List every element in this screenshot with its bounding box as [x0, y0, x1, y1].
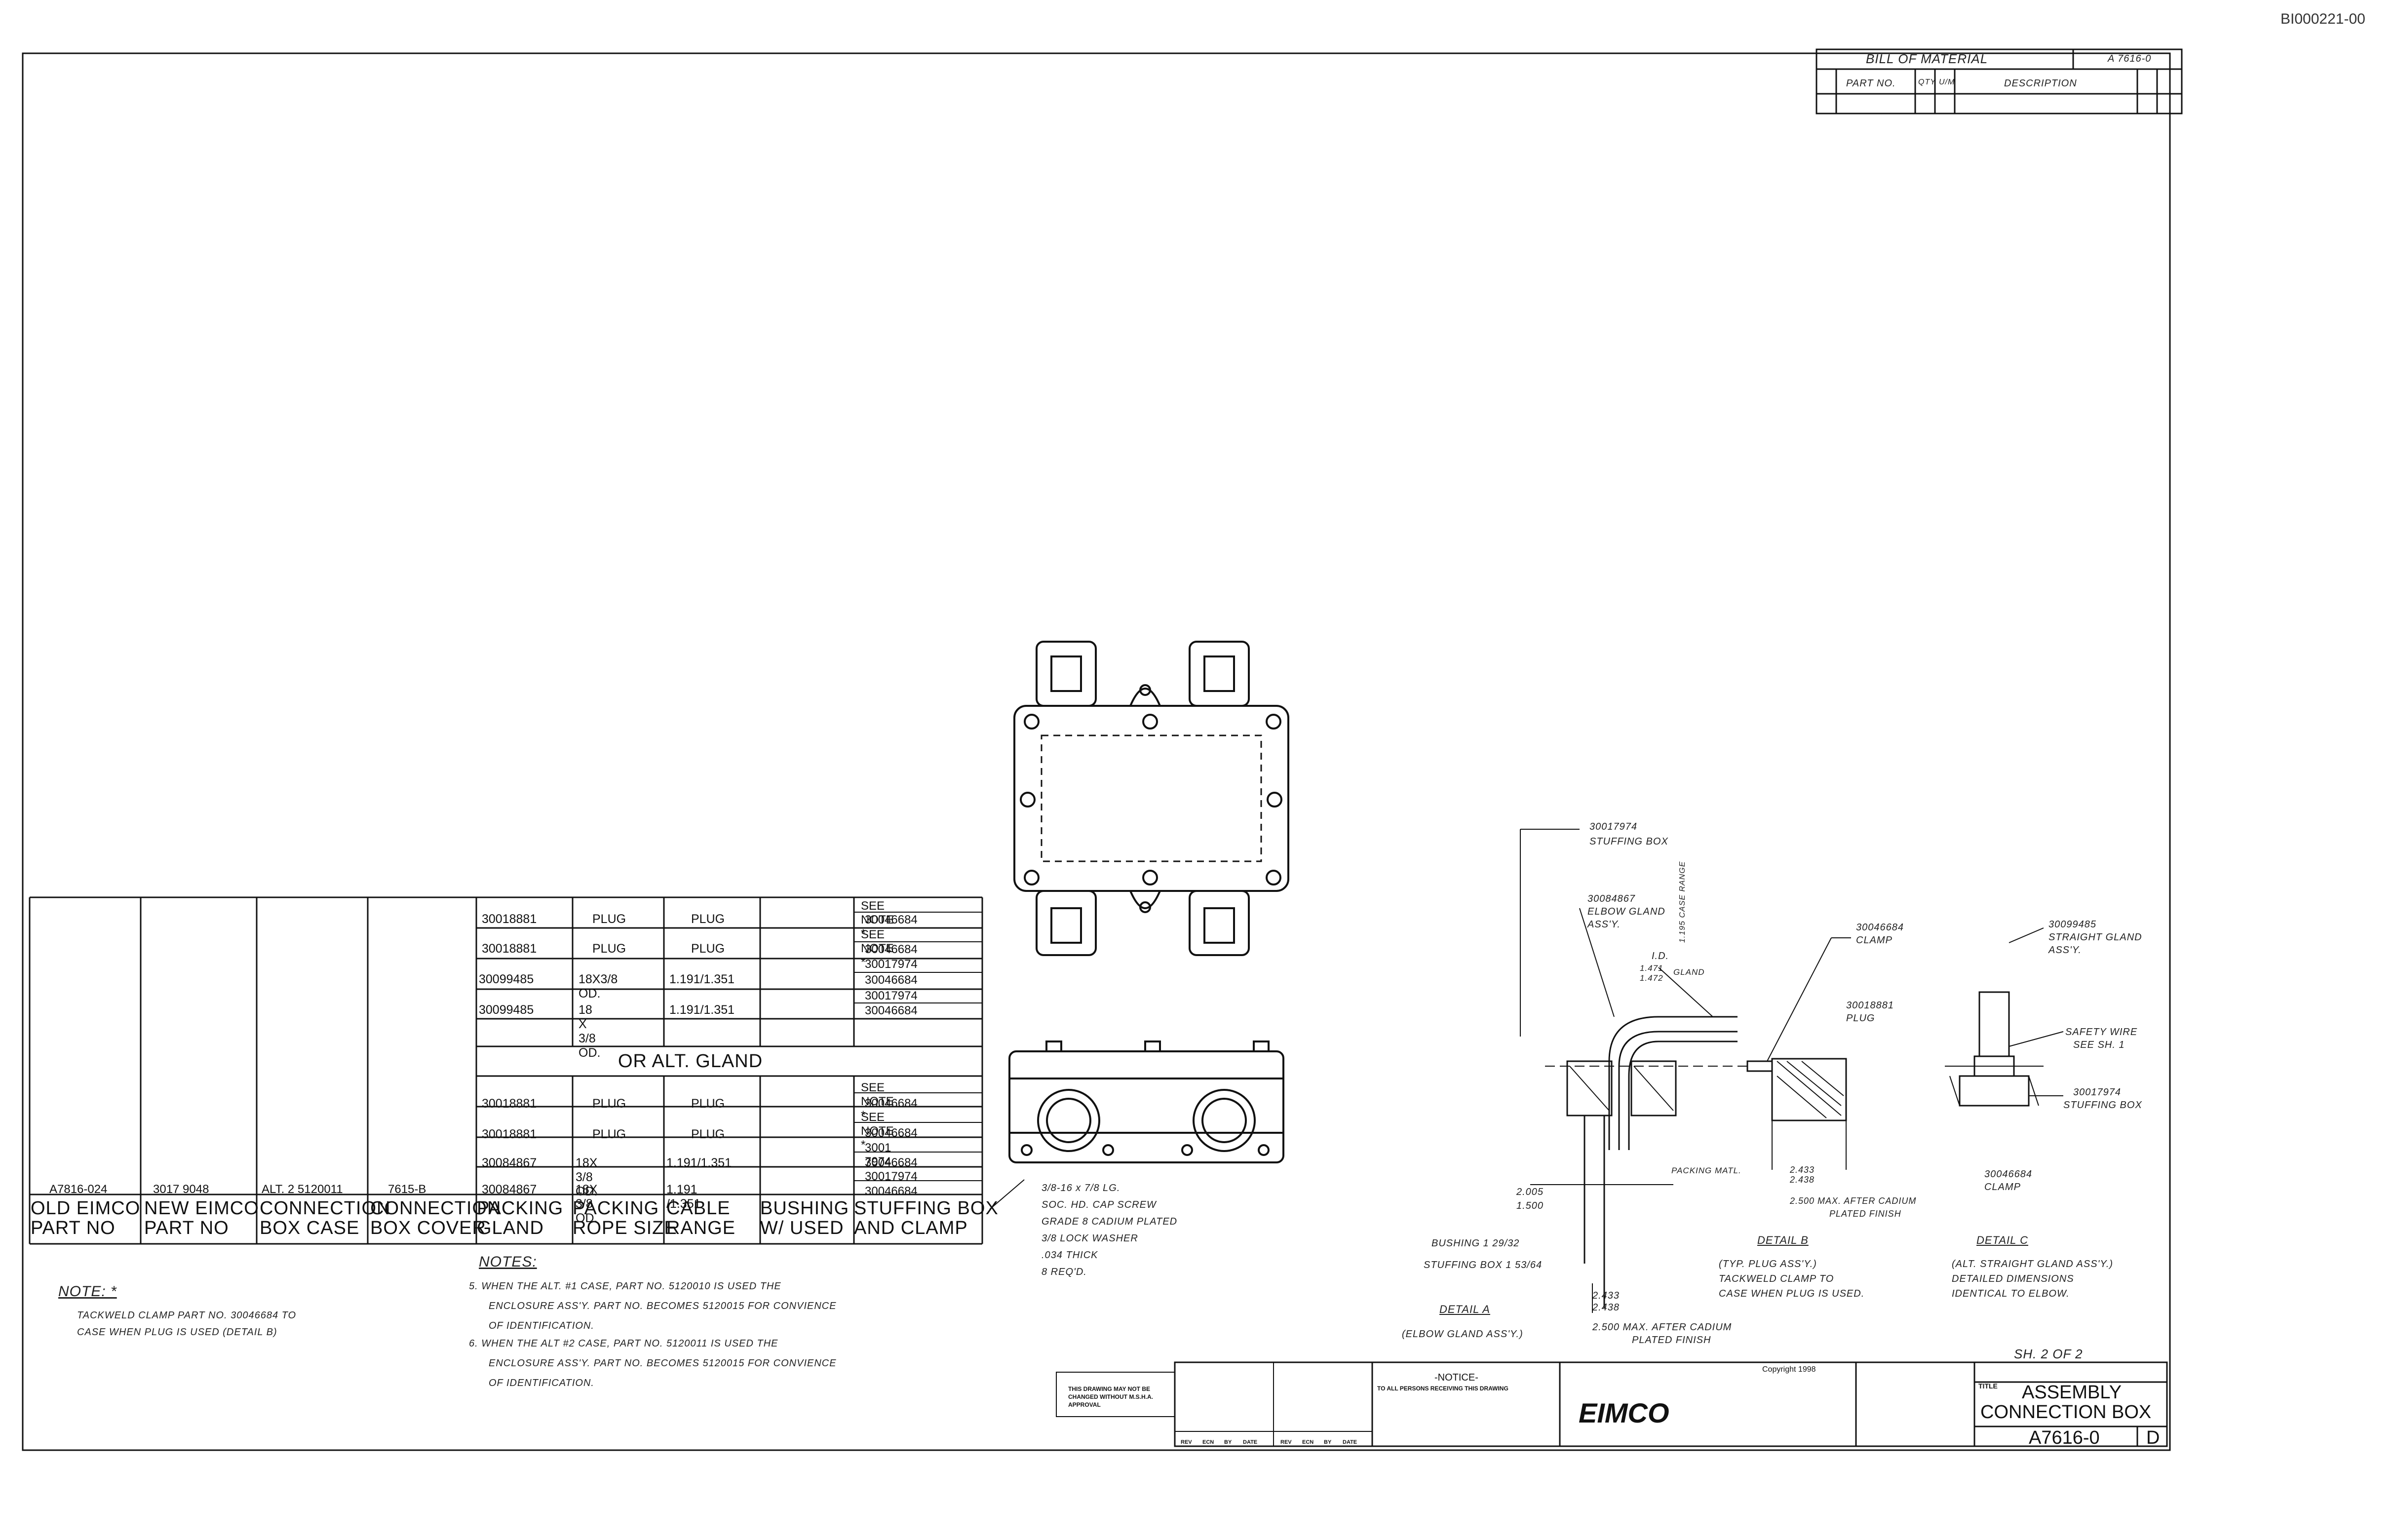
- document-id: BI000221-00: [2280, 11, 2365, 27]
- detail-a-dim: 1.472: [1640, 973, 1663, 983]
- drawing-size: D: [2146, 1427, 2160, 1448]
- detail-a-dim: 1.500: [1516, 1200, 1544, 1211]
- note-star-line: CASE WHEN PLUG IS USED (DETAIL B): [77, 1327, 277, 1338]
- drawing-number: A7616-0: [2029, 1427, 2100, 1448]
- alt-gland-label: OR ALT. GLAND: [618, 1051, 763, 1072]
- box-case-part: ALT. 2 5120011: [262, 1183, 343, 1196]
- detail-c-lines: (ALT. STRAIGHT GLAND ASS'Y.)DETAILED DIM…: [1952, 1259, 2114, 1299]
- copyright: Copyright 1998: [1762, 1365, 1816, 1374]
- notes-title: NOTES:: [479, 1254, 537, 1270]
- drawing-title-2: CONNECTION BOX: [1980, 1402, 2152, 1423]
- detail-b-title: DETAIL B: [1757, 1234, 1809, 1246]
- detail-a-gland-label: GLAND: [1673, 967, 1705, 977]
- approval-stamp: THIS DRAWING MAY NOT BE CHANGED WITHOUT …: [1068, 1386, 1153, 1408]
- detail-a-title: DETAIL A: [1439, 1303, 1490, 1315]
- sheet-number: SH. 2 OF 2: [2014, 1347, 2083, 1361]
- bom-col-part-no: PART NO.: [1846, 78, 1896, 89]
- detail-a-stuffing: STUFFING BOX 1 53/64: [1424, 1260, 1543, 1270]
- notice-title: -NOTICE-: [1434, 1372, 1478, 1383]
- detail-a-id-label: I.D.: [1652, 951, 1669, 962]
- bom-col-description: DESCRIPTION: [2004, 78, 2077, 89]
- notice-text: TO ALL PERSONS RECEIVING THIS DRAWING: [1377, 1385, 1508, 1392]
- new-part-no: 3017 9048: [153, 1183, 209, 1196]
- detail-b-dim: 2.438: [1790, 1175, 1815, 1185]
- detail-a-packing: PACKING MATL.: [1671, 1166, 1741, 1175]
- note-5: 5. WHEN THE ALT. #1 CASE, PART NO. 51200…: [469, 1281, 837, 1331]
- detail-a-dim: 2.005: [1516, 1187, 1544, 1197]
- bom-col-qty: QTY: [1918, 78, 1936, 86]
- detail-a-dim: 2.438: [1592, 1302, 1620, 1313]
- title-label: TITLE: [1978, 1382, 1998, 1390]
- bom-col-um: U/M: [1939, 78, 1955, 86]
- note-star-line: TACKWELD CLAMP PART NO. 30046684 TO: [77, 1310, 297, 1321]
- drawing-title-1: ASSEMBLY: [2022, 1382, 2122, 1403]
- box-top-view: [1013, 641, 1289, 956]
- box-cover-part: 7615-B: [388, 1183, 426, 1196]
- detail-c-title: DETAIL C: [1976, 1234, 2028, 1246]
- eimco-logo: EIMCO: [1579, 1397, 1669, 1428]
- detail-a-subtitle: (ELBOW GLAND ASS'Y.): [1402, 1329, 1523, 1340]
- note-star-title: NOTE: *: [58, 1283, 117, 1300]
- detail-a-dim: 2.433: [1592, 1290, 1620, 1301]
- bom-title: BILL OF MATERIAL: [1866, 51, 1988, 66]
- bom-dwg-ref: A 7616-0: [2108, 53, 2152, 64]
- detail-c-drawing: [1945, 927, 2064, 1107]
- note-6: 6. WHEN THE ALT #2 CASE, PART NO. 512001…: [469, 1338, 837, 1388]
- detail-b-drawing: [1746, 937, 1851, 1170]
- old-part-no: A7816-024: [49, 1183, 108, 1196]
- detail-b-dim: 2.433: [1790, 1165, 1815, 1175]
- detail-a-case-range: 1.195 CASE RANGE: [1678, 861, 1687, 943]
- detail-a-dim: 1.471: [1640, 963, 1663, 973]
- detail-a-bushing: BUSHING 1 29/32: [1431, 1238, 1520, 1249]
